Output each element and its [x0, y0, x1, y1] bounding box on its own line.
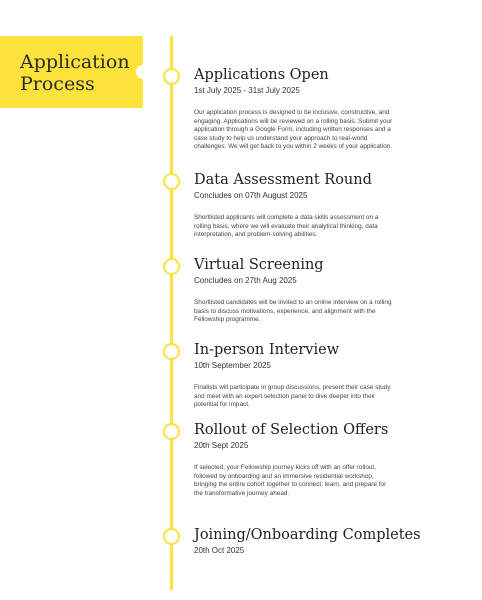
- page-title-line-1: Application: [20, 51, 130, 73]
- step-date: 1st July 2025 - 31st July 2025: [194, 86, 300, 95]
- step-description: Our application process is designed to b…: [194, 109, 393, 151]
- timeline-step: Virtual Screening Concludes on 27th Aug …: [194, 256, 464, 325]
- step-date: 20th Oct 2025: [194, 546, 245, 555]
- step-title: Rollout of Selection Offers: [194, 422, 389, 438]
- timeline-step: Data Assessment Round Concludes on 07th …: [194, 171, 464, 240]
- timeline-node: [163, 343, 180, 360]
- page-title-line-2: Process: [20, 73, 95, 95]
- timeline-node: [163, 423, 180, 440]
- step-date: 10th September 2025: [194, 361, 271, 370]
- timeline-line: [170, 36, 173, 590]
- step-title: Joining/Onboarding Completes: [194, 527, 421, 543]
- step-description: Shortlisted applicants will complete a d…: [194, 214, 379, 239]
- header-badge: Application Process: [0, 36, 150, 108]
- step-date: Concludes on 27th Aug 2025: [194, 276, 297, 285]
- step-title: Applications Open: [194, 67, 329, 83]
- page-title: Application Process: [20, 51, 143, 95]
- step-description: Shortlisted candidates will be invited t…: [194, 299, 392, 324]
- step-date: Concludes on 07th August 2025: [194, 191, 308, 200]
- step-title: Data Assessment Round: [194, 172, 372, 188]
- timeline-step: In-person Interview 10th September 2025 …: [194, 341, 464, 410]
- timeline-step: Joining/Onboarding Completes 20th Oct 20…: [194, 526, 464, 556]
- step-title: In-person Interview: [194, 342, 340, 358]
- timeline-node: [163, 258, 180, 275]
- step-description: Finalists will participate in group disc…: [194, 384, 391, 409]
- badge-notch: [136, 65, 150, 79]
- timeline-node: [163, 173, 180, 190]
- step-date: 20th Sept 2025: [194, 441, 249, 450]
- timeline-step: Applications Open 1st July 2025 - 31st J…: [194, 66, 464, 152]
- step-title: Virtual Screening: [194, 257, 324, 273]
- timeline-step: Rollout of Selection Offers 20th Sept 20…: [194, 421, 464, 498]
- step-description: If selected, your Fellowship journey kic…: [194, 464, 387, 497]
- timeline-node: [163, 528, 180, 545]
- timeline-node: [163, 68, 180, 85]
